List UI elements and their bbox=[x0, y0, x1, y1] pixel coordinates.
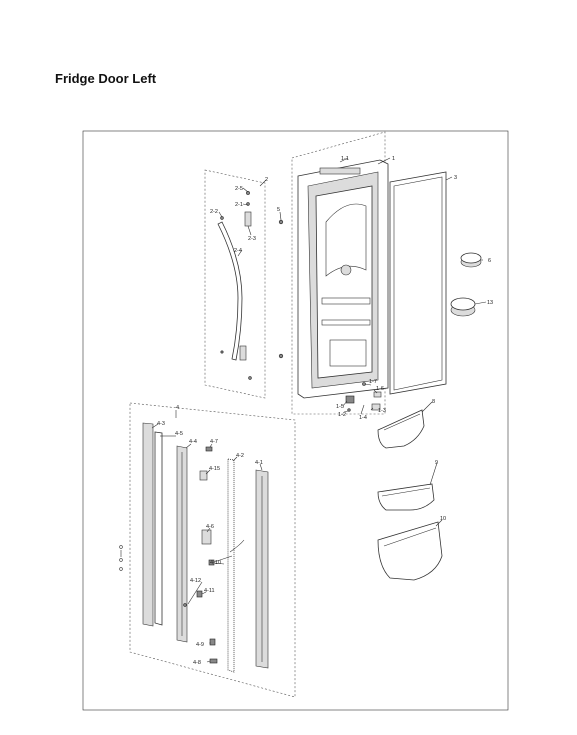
callout-1-2: 1-2 bbox=[338, 412, 346, 418]
callout-2-1: 2-1 bbox=[235, 202, 243, 208]
screw-lower bbox=[220, 350, 224, 354]
clip-4-7 bbox=[205, 446, 213, 452]
clip-4-6 bbox=[201, 529, 212, 545]
door-bin-8-rim bbox=[383, 413, 421, 431]
cap-6-top bbox=[460, 252, 482, 264]
callout-8: 8 bbox=[432, 399, 435, 405]
callout-1-7: 1-7 bbox=[369, 379, 377, 385]
hinge-part-1-6 bbox=[373, 391, 382, 398]
frame-kit-outline bbox=[129, 402, 296, 698]
callout-4-10: 4-10 bbox=[210, 560, 221, 566]
callout-3: 3 bbox=[454, 175, 457, 181]
door-dispenser-hole bbox=[340, 264, 352, 276]
callout-2-2: 2-2 bbox=[210, 209, 218, 215]
door-shelf-rail-1 bbox=[321, 297, 371, 305]
screw-2-2 bbox=[220, 216, 224, 220]
screw-5b bbox=[278, 353, 284, 359]
callout-1-5: 1-5 bbox=[336, 404, 344, 410]
margin-marker bbox=[119, 545, 123, 571]
cap-13-top bbox=[450, 297, 476, 311]
clip-4-15 bbox=[199, 470, 208, 481]
callout-4-4: 4-4 bbox=[189, 439, 197, 445]
callout-1-3: 1-3 bbox=[378, 408, 386, 414]
callout-4: 4 bbox=[176, 405, 179, 411]
callout-4-12: 4-12 bbox=[190, 578, 201, 584]
frame-strip-4-2 bbox=[227, 458, 235, 673]
callout-1-1: 1-1 bbox=[341, 156, 349, 162]
callout-10: 10 bbox=[440, 516, 446, 522]
diagram-frame bbox=[82, 130, 509, 711]
door-lower-pocket bbox=[329, 339, 367, 367]
callout-4-1: 4-1 bbox=[255, 460, 263, 466]
clip-4-11 bbox=[196, 590, 203, 598]
door-group-outline bbox=[291, 131, 386, 415]
screw-2-5 bbox=[246, 191, 250, 195]
frame-strip-4-3 bbox=[142, 422, 154, 627]
callout-2-4: 2-4 bbox=[234, 248, 242, 254]
hinge-screw-1-2 bbox=[347, 408, 351, 412]
door-gasket-inner bbox=[393, 176, 443, 391]
door-bin-9-rim bbox=[381, 487, 431, 497]
clip-4-10 bbox=[208, 559, 215, 566]
callout-4-8: 4-8 bbox=[193, 660, 201, 666]
callout-5: 5 bbox=[277, 207, 280, 213]
page-title: Fridge Door Left bbox=[55, 71, 157, 86]
door-bin-9 bbox=[377, 483, 435, 511]
hinge-part-1-5 bbox=[345, 395, 355, 404]
door-top-cap bbox=[319, 167, 361, 175]
callout-1: 1 bbox=[392, 156, 395, 162]
callout-4-6: 4-6 bbox=[206, 524, 214, 530]
door-bin-10 bbox=[377, 521, 443, 581]
callout-2-5: 2-5 bbox=[235, 186, 243, 192]
callout-4-7: 4-7 bbox=[210, 439, 218, 445]
door-handle bbox=[217, 221, 243, 361]
handle-bracket-bottom bbox=[239, 345, 247, 361]
callout-6: 6 bbox=[488, 258, 491, 264]
callout-1-4: 1-4 bbox=[359, 415, 367, 421]
callout-4-3: 4-3 bbox=[157, 421, 165, 427]
screw-5 bbox=[278, 219, 284, 225]
door-inner-recess bbox=[315, 185, 373, 379]
door-shelf-rail-2 bbox=[321, 319, 371, 326]
callout-9: 9 bbox=[435, 460, 438, 466]
wire-4-10 bbox=[213, 539, 245, 563]
clip-4-9 bbox=[209, 638, 216, 646]
door-gasket bbox=[389, 171, 447, 395]
callout-2-3: 2-3 bbox=[248, 236, 256, 242]
handle-group-outline bbox=[204, 169, 266, 399]
callout-13: 13 bbox=[487, 300, 493, 306]
screw-bottom bbox=[248, 376, 252, 380]
callout-1-6: 1-6 bbox=[376, 386, 384, 392]
door-bin-8 bbox=[377, 409, 425, 449]
frame-strip-4-5 bbox=[154, 431, 163, 626]
callout-2: 2 bbox=[265, 177, 268, 183]
clip-4-8 bbox=[209, 658, 218, 664]
door-inner-contour bbox=[325, 203, 367, 277]
screw-4-12 bbox=[183, 603, 187, 607]
leader-lines bbox=[151, 157, 487, 663]
hinge-part-1-3 bbox=[371, 403, 381, 411]
handle-bracket-top bbox=[244, 211, 252, 227]
callout-4-9: 4-9 bbox=[196, 642, 204, 648]
callout-4-15: 4-15 bbox=[209, 466, 220, 472]
callout-4-11: 4-11 bbox=[204, 588, 215, 594]
door-bin-10-rim bbox=[383, 527, 437, 547]
callout-4-5: 4-5 bbox=[175, 431, 183, 437]
callout-4-2: 4-2 bbox=[236, 453, 244, 459]
